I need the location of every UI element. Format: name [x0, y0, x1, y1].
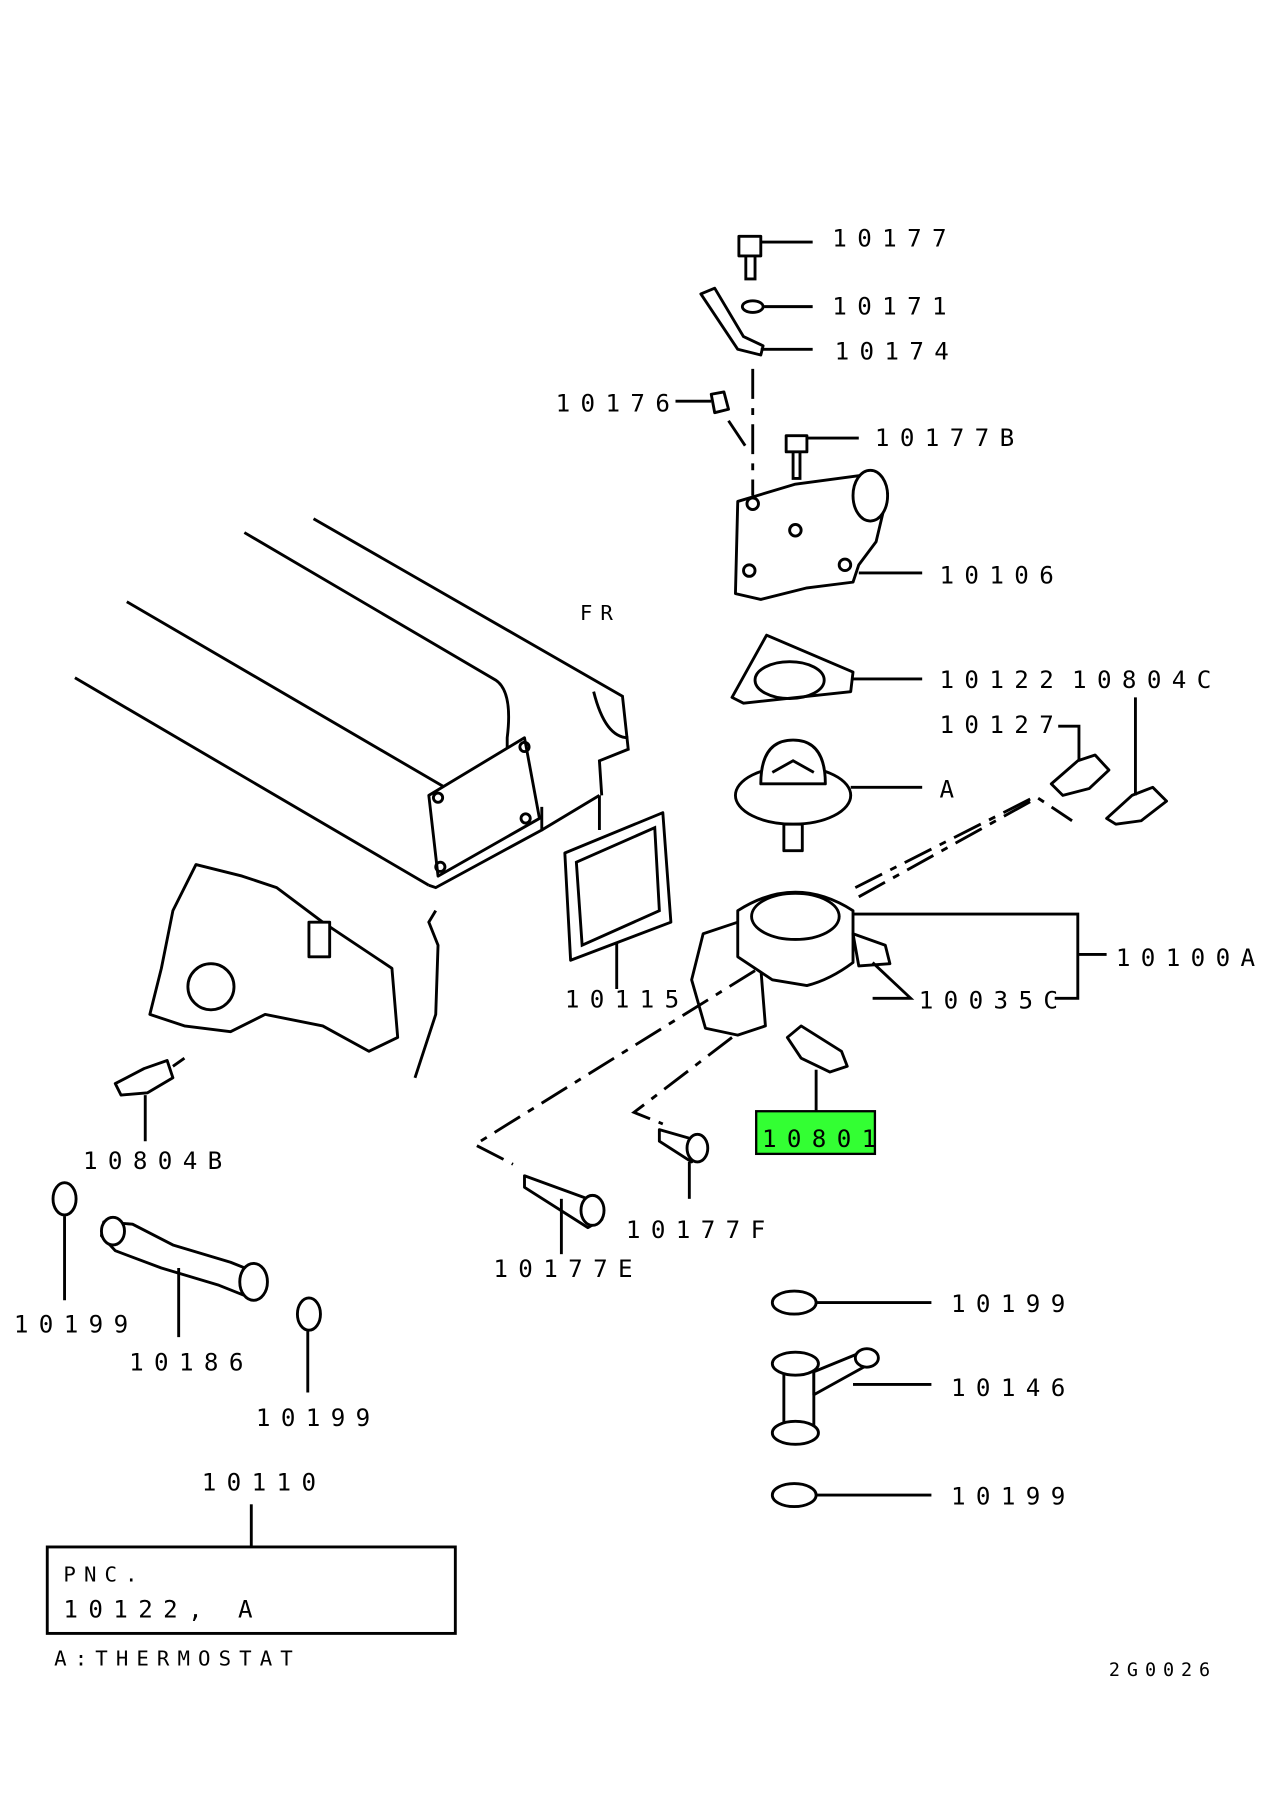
part-label-10801[interactable]: 10801 — [762, 1125, 887, 1153]
part-label-10122[interactable]: 10122 — [939, 666, 1064, 694]
part-label-10804B[interactable]: 10804B — [83, 1147, 233, 1175]
part-label-10146[interactable]: 10146 — [951, 1374, 1076, 1402]
front-direction-label: FR — [580, 601, 621, 625]
part-label-10100A[interactable]: 10100A — [1116, 944, 1266, 972]
part-label-10115[interactable]: 10115 — [565, 985, 690, 1013]
part-label-10174[interactable]: 10174 — [835, 338, 960, 366]
part-label-10177F[interactable]: 10177F — [626, 1216, 776, 1244]
pnc-parts: 10122, A — [63, 1595, 262, 1623]
highlight-box — [755, 1110, 877, 1156]
part-label-10177E[interactable]: 10177E — [493, 1255, 643, 1283]
part-label-10127[interactable]: 10127 — [939, 711, 1064, 739]
figure-code: 2G0026 — [1109, 1660, 1217, 1681]
part-label-10199[interactable]: 10199 — [14, 1311, 139, 1339]
part-label-10199[interactable]: 10199 — [256, 1404, 381, 1432]
part-label-10176[interactable]: 10176 — [556, 390, 681, 418]
part-label-10804C[interactable]: 10804C — [1072, 666, 1222, 694]
part-label-10035C[interactable]: 10035C — [919, 987, 1069, 1015]
part-label-10110[interactable]: 10110 — [202, 1468, 327, 1496]
part-label-10177B[interactable]: 10177B — [875, 424, 1025, 452]
engine-block-drawing — [74, 517, 630, 1079]
part-label-10199[interactable]: 10199 — [951, 1482, 1076, 1510]
part-label-10186[interactable]: 10186 — [129, 1349, 254, 1377]
legend-text: A:THERMOSTAT — [54, 1647, 301, 1671]
part-label-10106[interactable]: 10106 — [939, 561, 1064, 589]
part-label-a[interactable]: A — [939, 776, 964, 804]
pnc-box — [45, 1545, 457, 1635]
part-label-10199[interactable]: 10199 — [951, 1290, 1076, 1318]
part-label-10171[interactable]: 10171 — [832, 293, 957, 321]
pnc-title: PNC. — [63, 1563, 145, 1587]
thermostat-assembly-drawing — [51, 234, 1168, 1547]
part-label-10177[interactable]: 10177 — [832, 225, 957, 253]
